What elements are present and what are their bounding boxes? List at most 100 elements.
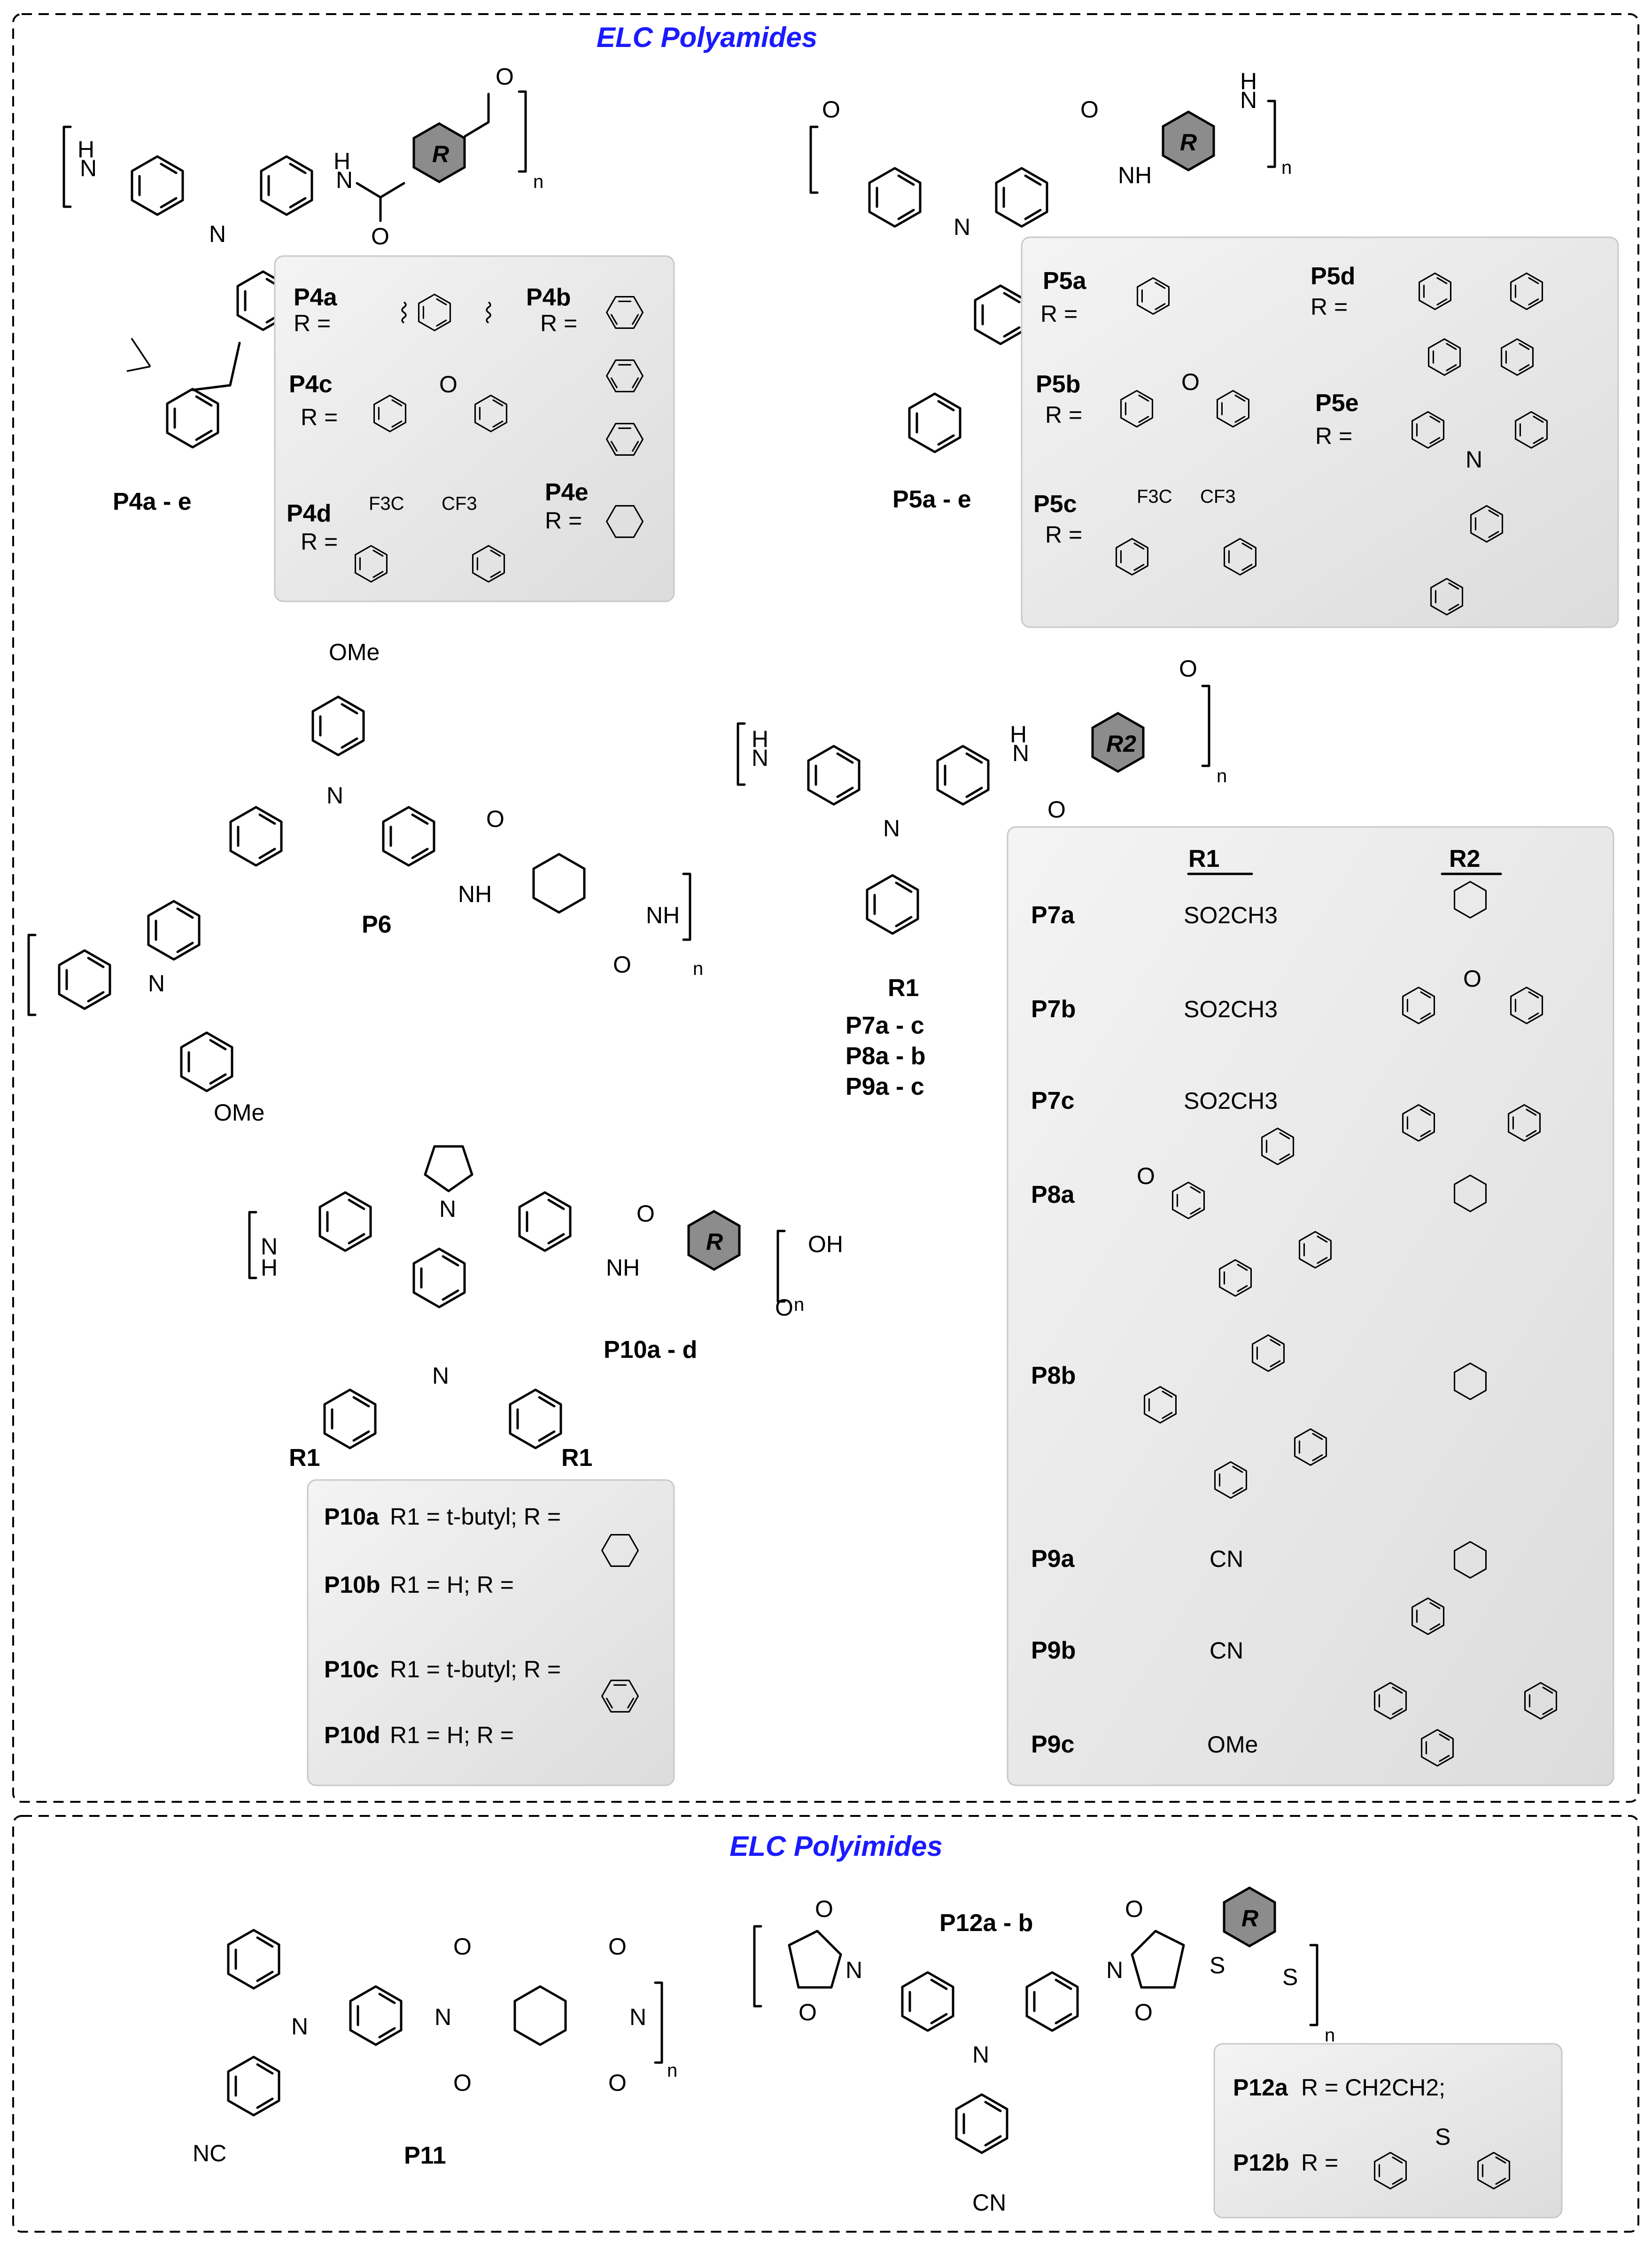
p6-n2-label: N: [148, 970, 165, 997]
p6-ring-left: [59, 950, 110, 1009]
p5e-r-label: R =: [1315, 423, 1352, 449]
p5b-o-label: O: [1181, 369, 1200, 395]
p10b-label: P10b: [324, 1572, 380, 1598]
p9a-r1-value: CN: [1210, 1546, 1243, 1572]
p10d-desc: R1 = H; R =: [390, 1722, 514, 1748]
p7-o1-label: O: [1047, 796, 1066, 823]
p10-h-label: H: [261, 1254, 278, 1281]
p5-o2-label: O: [1080, 96, 1099, 123]
p5d-label: P5d: [1311, 263, 1355, 290]
p12a-desc: R = CH2CH2;: [1301, 2074, 1445, 2101]
p12-s2-label: S: [1282, 1964, 1298, 1990]
p7-ring-2: [938, 746, 988, 804]
p11-n-center-label: N: [291, 2013, 308, 2040]
p5c-label: P5c: [1033, 491, 1077, 518]
p12a-label: P12a: [1233, 2074, 1288, 2101]
p8a-o-label: O: [1137, 1163, 1155, 1189]
p10-ring-left: [325, 1390, 375, 1448]
p4a-r-label: R =: [294, 310, 331, 336]
p12-panel: P12a R = CH2CH2; P12b R = S: [1213, 2043, 1563, 2219]
p12-ring-bottom: [956, 2095, 1007, 2153]
p9b-r1-value: CN: [1210, 1637, 1243, 1664]
p4c-o-label: O: [439, 371, 458, 397]
p5a-r-label: R =: [1040, 301, 1078, 327]
p5c-f3c-label: F3C: [1137, 486, 1172, 507]
p7-r2-label: R2: [1106, 731, 1136, 757]
p10-amide-nh-label: NH: [606, 1254, 640, 1281]
p4d-r-label: R =: [301, 529, 338, 555]
p6-n-subscript: n: [693, 958, 703, 979]
p12-n-subscript: n: [1325, 2025, 1335, 2046]
p7-n-center-label: N: [883, 815, 900, 841]
p7-9-structure: H N N H N O R2 O n R1 P7a - c P8a - b P9…: [737, 655, 1227, 1100]
p6-o1-label: O: [486, 806, 504, 832]
p12-r-label: R: [1241, 1905, 1258, 1931]
p7-h-label: H: [752, 726, 768, 752]
p12b-s-label: S: [1435, 2124, 1450, 2150]
p10-n1-label: N: [261, 1233, 278, 1260]
p5-panel: P5a R = P5b R = O P5c R = F3C CF3 P5d R …: [1021, 236, 1619, 628]
p8b-label: P8b: [1031, 1362, 1076, 1389]
polyamides-frame: [12, 13, 1639, 1803]
p12-o4-label: O: [1134, 1999, 1153, 2025]
p7-series-label: P7a - c: [845, 1012, 924, 1039]
p4e-r-label: R =: [545, 507, 582, 534]
p4-amide-h-label: H: [334, 148, 350, 174]
polyamides-title: ELC Polyamides: [597, 22, 817, 53]
p5d-r-label: R =: [1311, 294, 1348, 320]
p7-r1-label: R1: [888, 974, 919, 1002]
p7-n1-label: N: [752, 745, 768, 771]
p7a-label: P7a: [1031, 902, 1075, 929]
p7-9-panel: R1 R2 P7a SO2CH3 P7b SO2CH3 O P7c SO2CH3…: [1007, 826, 1614, 1786]
p4-series-label: P4a - e: [113, 488, 192, 515]
p11-imide-n1-label: N: [434, 2004, 451, 2030]
p6-ring-bottom: [181, 1033, 232, 1091]
p7-n-subscript: n: [1217, 766, 1227, 787]
p10-oh-label: OH: [808, 1231, 843, 1257]
p7-ring-1: [808, 746, 859, 804]
r2-column-header: R2: [1449, 845, 1480, 872]
p5e-n-label: N: [1466, 446, 1482, 473]
p4-n-center-label: N: [209, 221, 226, 247]
p4e-label: P4e: [545, 479, 589, 506]
p6-ome-top-label: OMe: [329, 639, 380, 665]
p12-n1-label: N: [845, 1957, 862, 1983]
p10d-label: P10d: [324, 1722, 380, 1748]
p5-n-center-label: N: [954, 214, 970, 240]
p7c-label: P7c: [1031, 1087, 1075, 1114]
p4-o1-label: O: [371, 223, 389, 249]
p7-amide-n-label: N: [1012, 740, 1029, 766]
p7-o2-label: O: [1179, 655, 1197, 682]
p4-fluorene-ring-2: [167, 389, 218, 447]
p11-structure: N NC N O O O O N n P11: [193, 1930, 677, 2169]
p4c-r-label: R =: [301, 404, 338, 430]
p5b-r-label: R =: [1045, 402, 1082, 428]
p5c-r-label: R =: [1045, 522, 1082, 548]
p9-series-label: P9a - c: [845, 1073, 924, 1100]
p11-ring-right: [350, 1986, 401, 2045]
p12-o3-label: O: [1125, 1896, 1143, 1922]
p12-n2-label: N: [1106, 1957, 1123, 1983]
p10-n2-label: N: [432, 1363, 449, 1389]
p5-series-label: P5a - e: [892, 486, 971, 513]
p6-o2-label: O: [613, 951, 631, 978]
p6-ring-amide: [383, 807, 434, 865]
p10-pyrrole-n-label: N: [439, 1196, 456, 1222]
p4c-label: P4c: [289, 371, 333, 398]
p7-amide-h-label: H: [1010, 721, 1027, 748]
p4-n1-label: N: [80, 155, 97, 181]
p7b-r1-value: SO2CH3: [1184, 996, 1278, 1022]
p6-label: P6: [362, 911, 392, 938]
p5-r-label: R: [1180, 129, 1197, 156]
p4-panel: P4a R = P4b R = P4c R = O P4d R = F3C CF…: [274, 255, 675, 602]
p8a-label: P8a: [1031, 1181, 1075, 1208]
p5-amide-nh-label: NH: [1118, 162, 1152, 188]
p7a-r1-value: SO2CH3: [1184, 902, 1278, 928]
p7b-o-label: O: [1463, 966, 1481, 992]
p11-ring-top: [228, 1930, 279, 1988]
polyimides-frame: [12, 1815, 1639, 2233]
p6-n1-label: N: [326, 782, 343, 809]
p4a-label: P4a: [294, 284, 338, 311]
p4-nh-label: H: [78, 136, 94, 163]
p5-fluorene-ring-1: [975, 286, 1026, 344]
